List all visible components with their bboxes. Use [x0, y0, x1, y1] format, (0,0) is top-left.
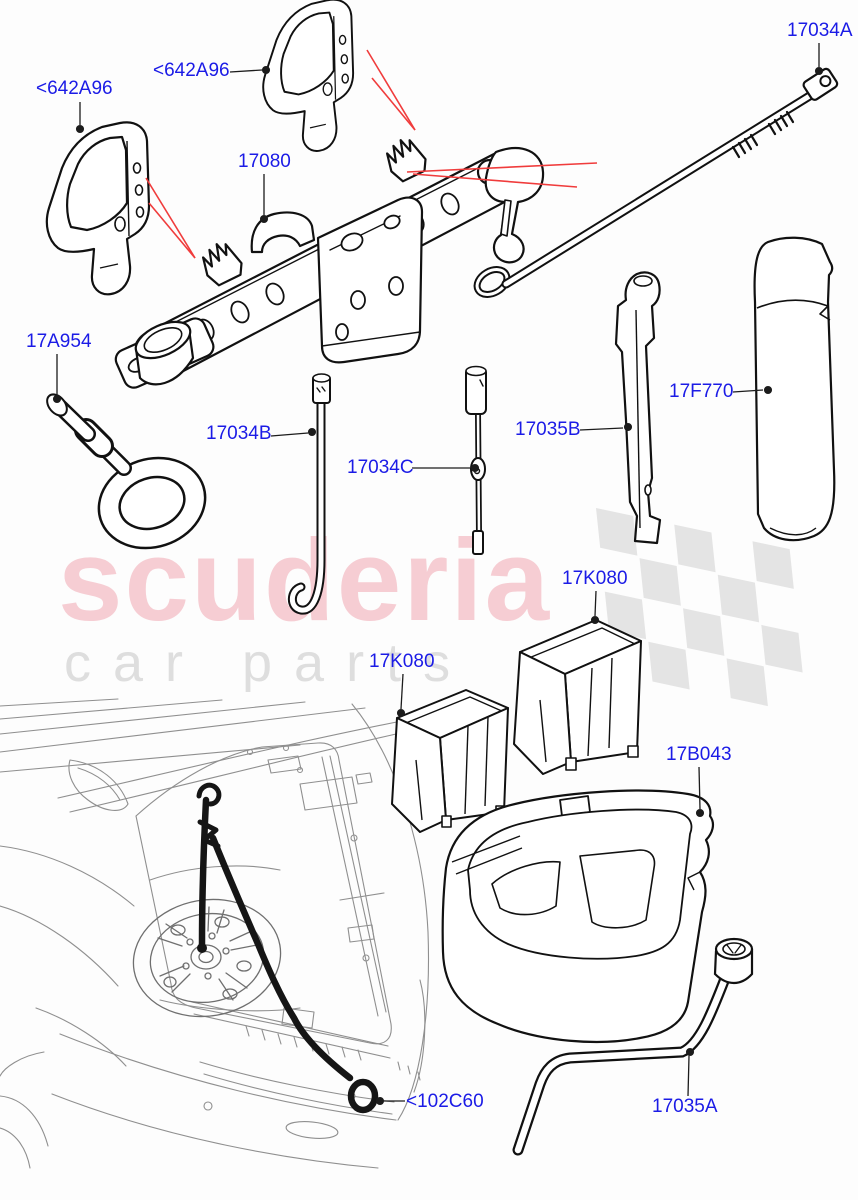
part-label-17034B[interactable]: 17034B [206, 423, 272, 444]
vehicle-rear-drawing [0, 698, 433, 1169]
tool-bag-left-drawing [391, 689, 509, 833]
leader-lines [52, 43, 824, 1106]
watermark-subtitle: car parts [64, 633, 473, 693]
jack-bracket-left-drawing [45, 121, 151, 296]
part-label-642A96-top[interactable]: <642A96 [153, 60, 230, 81]
retention-strap-drawing [196, 782, 379, 1114]
part-label-17080[interactable]: 17080 [238, 151, 291, 172]
part-label-642A96-left[interactable]: <642A96 [36, 78, 113, 99]
red-callout-lines [145, 49, 598, 259]
part-label-17F770[interactable]: 17F770 [669, 381, 734, 402]
jack-bracket-top-drawing [262, 0, 355, 152]
part-label-102C60[interactable]: <102C60 [406, 1091, 484, 1112]
part-label-17K080-right[interactable]: 17K080 [562, 568, 628, 589]
wheel-wrench-drawing [512, 937, 754, 1156]
part-label-17034C[interactable]: 17034C [347, 457, 414, 478]
checkered-flag-watermark [596, 508, 803, 707]
part-label-17034A[interactable]: 17034A [787, 20, 853, 41]
tool-case-drawing [753, 236, 836, 542]
spare-wheel-drawing [132, 898, 282, 1018]
part-label-17035B[interactable]: 17035B [515, 419, 581, 440]
tool-bag-right-drawing [513, 619, 642, 775]
part-label-17B043[interactable]: 17B043 [666, 744, 732, 765]
tow-hook-drawing [46, 393, 207, 550]
part-label-17K080-left[interactable]: 17K080 [369, 651, 435, 672]
jack-drawing [114, 139, 545, 389]
part-label-17A954[interactable]: 17A954 [26, 331, 92, 352]
extension-rod-drawing [465, 365, 487, 555]
foam-tray-drawing [441, 789, 715, 1044]
hook-rod-drawing [287, 373, 331, 615]
wheel-brace-drawing [614, 271, 662, 545]
jack-handle-drawing [473, 67, 839, 298]
part-label-17035A[interactable]: 17035A [652, 1096, 718, 1117]
